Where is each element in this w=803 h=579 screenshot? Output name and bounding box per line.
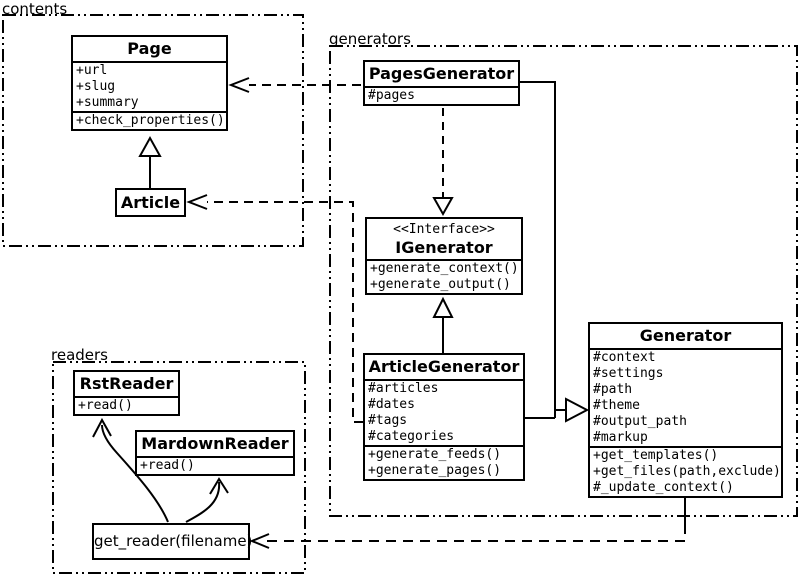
class-generator: Generator #context #settings #path #them… bbox=[588, 322, 783, 498]
class-articlegenerator: ArticleGenerator #articles #dates #tags … bbox=[363, 353, 525, 481]
generalization-generators-generator bbox=[520, 81, 566, 419]
class-generator-attributes: #context #settings #path #theme #output_… bbox=[590, 348, 781, 446]
attribute-line: #settings bbox=[593, 366, 664, 381]
arrowhead-articlegenerator-article bbox=[186, 194, 208, 210]
dependency-generator-getreader bbox=[263, 524, 686, 542]
arrowhead-getreader-markdownreader bbox=[209, 477, 229, 495]
method-line: +generate_pages() bbox=[368, 463, 502, 478]
package-label-readers: readers bbox=[51, 346, 108, 364]
arrowhead-pagesgenerator-page bbox=[228, 77, 250, 93]
class-markdownreader-methods: +read() bbox=[137, 456, 293, 474]
dependency-articlegenerator-article bbox=[207, 201, 363, 423]
attribute-line: #dates bbox=[368, 397, 415, 412]
method-line: +get_files(path,exclude) bbox=[593, 464, 781, 479]
package-readers-border bbox=[52, 361, 306, 574]
class-page-title: Page bbox=[127, 39, 172, 58]
class-igenerator-stereotype: <<Interface>> bbox=[393, 222, 495, 237]
method-line: +read() bbox=[78, 398, 133, 413]
class-rstreader-methods: +read() bbox=[75, 396, 178, 414]
method-line: +generate_feeds() bbox=[368, 447, 502, 462]
class-article-title: Article bbox=[120, 193, 181, 212]
arrowhead-getreader-rstreader bbox=[92, 417, 112, 438]
attribute-line: #tags bbox=[368, 413, 408, 428]
class-pagesgenerator-attributes: #pages bbox=[365, 86, 518, 104]
getreader-box: get_reader(filename) bbox=[92, 523, 252, 560]
class-igenerator-title: IGenerator bbox=[395, 238, 493, 257]
class-igenerator: <<Interface>> IGenerator +generate_conte… bbox=[365, 217, 523, 295]
attribute-line: #pages bbox=[368, 88, 415, 103]
attribute-line: #path bbox=[593, 382, 633, 397]
method-line: #_update_context() bbox=[593, 480, 734, 495]
method-line: +generate_context() bbox=[370, 261, 519, 276]
class-articlegenerator-attributes: #articles #dates #tags #categories bbox=[365, 379, 523, 445]
class-rstreader-title: RstReader bbox=[79, 374, 174, 393]
arrowhead-generator-getreader bbox=[249, 533, 270, 549]
package-generators-border bbox=[329, 45, 798, 517]
class-igenerator-methods: +generate_context() +generate_output() bbox=[367, 259, 521, 293]
class-articlegenerator-methods: +generate_feeds() +generate_pages() bbox=[365, 445, 523, 479]
attribute-line: +summary bbox=[76, 95, 139, 110]
class-igenerator-header: <<Interface>> IGenerator bbox=[367, 219, 521, 259]
arrow-getreader-rstreader bbox=[101, 424, 169, 523]
class-markdownreader: MardownReader +read() bbox=[135, 430, 295, 476]
triangle-articlegenerator-igenerator bbox=[432, 296, 454, 318]
class-rstreader: RstReader +read() bbox=[73, 370, 180, 416]
triangle-article-page bbox=[138, 135, 162, 157]
class-article: Article bbox=[115, 188, 186, 217]
triangle-pagesgenerator-igenerator bbox=[432, 197, 454, 217]
package-label-generators: generators bbox=[329, 30, 411, 48]
package-label-contents: contents bbox=[2, 0, 68, 18]
attribute-line: +slug bbox=[76, 79, 116, 94]
attribute-line: #theme bbox=[593, 398, 640, 413]
class-page-methods: +check_properties() bbox=[73, 111, 226, 129]
class-pagesgenerator-title: PagesGenerator bbox=[368, 64, 515, 83]
arrow-getreader-markdownreader bbox=[185, 481, 221, 523]
attribute-line: +url bbox=[76, 63, 108, 78]
method-line: +read() bbox=[140, 458, 195, 473]
method-line: +generate_output() bbox=[370, 277, 511, 292]
triangle-generators-generator bbox=[565, 397, 590, 423]
attribute-line: #categories bbox=[368, 429, 455, 444]
attribute-line: #articles bbox=[368, 381, 439, 396]
method-line: +get_templates() bbox=[593, 448, 719, 463]
class-generator-title: Generator bbox=[639, 326, 732, 345]
attribute-line: #output_path bbox=[593, 414, 687, 429]
class-markdownreader-title: MardownReader bbox=[141, 434, 289, 453]
attribute-line: #context bbox=[593, 350, 656, 365]
package-contents-border bbox=[2, 14, 304, 247]
class-generator-methods: +get_templates() +get_files(path,exclude… bbox=[590, 446, 781, 496]
class-articlegenerator-title: ArticleGenerator bbox=[368, 357, 520, 376]
method-line: +check_properties() bbox=[76, 113, 225, 128]
class-pagesgenerator: PagesGenerator #pages bbox=[363, 60, 520, 106]
attribute-line: #markup bbox=[593, 430, 648, 445]
class-page-attributes: +url +slug +summary bbox=[73, 61, 226, 111]
class-page: Page +url +slug +summary +check_properti… bbox=[71, 35, 228, 131]
